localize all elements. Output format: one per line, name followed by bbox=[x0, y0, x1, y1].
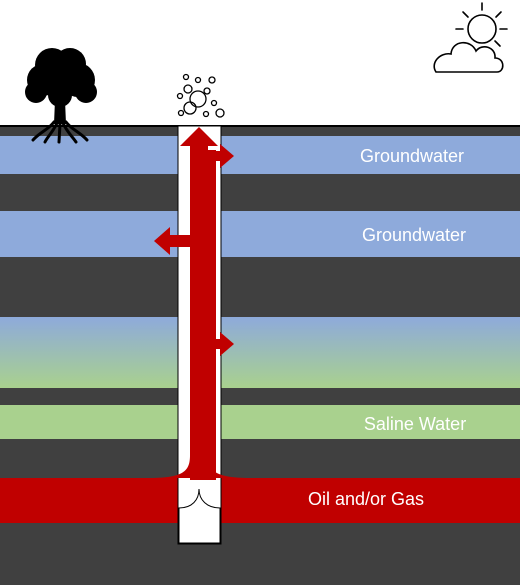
tree-icon bbox=[25, 48, 97, 144]
right-arrowhead-1 bbox=[220, 144, 234, 168]
sun-behind-cloud-icon bbox=[433, 2, 508, 73]
groundwater-layer-2 bbox=[0, 211, 520, 257]
groundwater-label-1: Groundwater bbox=[360, 146, 464, 166]
leak-arrows bbox=[150, 127, 250, 480]
main-leak-column bbox=[190, 140, 208, 480]
transition-layer bbox=[0, 317, 520, 388]
gas-bubbles-icon bbox=[176, 73, 225, 118]
leak-source-curve bbox=[150, 455, 250, 478]
oil-gas-layer bbox=[0, 478, 520, 523]
well-bottom-opening bbox=[178, 488, 221, 544]
left-leak-shaft bbox=[168, 235, 192, 247]
saline-water-layer bbox=[0, 405, 520, 439]
groundwater-label-2: Groundwater bbox=[362, 225, 466, 245]
right-leak-shaft-1 bbox=[208, 151, 222, 161]
right-leak-shaft-2 bbox=[208, 339, 222, 349]
left-arrowhead bbox=[154, 227, 170, 255]
groundwater-layer-1 bbox=[0, 136, 520, 174]
upward-arrowhead bbox=[180, 127, 218, 146]
right-arrowhead-2 bbox=[220, 332, 234, 356]
sky bbox=[0, 0, 520, 126]
secondary-leak-column bbox=[208, 150, 216, 480]
saline-water-label: Saline Water bbox=[364, 414, 466, 434]
oil-gas-label: Oil and/or Gas bbox=[308, 489, 424, 509]
